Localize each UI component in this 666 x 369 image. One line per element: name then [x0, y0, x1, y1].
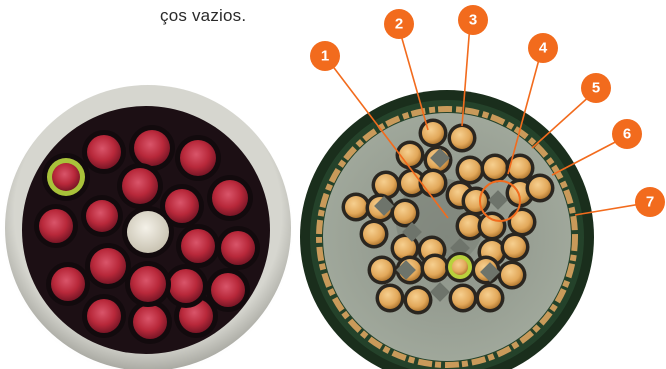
svg-text:1: 1	[321, 48, 329, 65]
callout-badge-6: 6	[612, 119, 642, 149]
copper-wire	[504, 236, 526, 258]
red-conductor	[165, 189, 199, 223]
red-conductor	[211, 273, 245, 307]
red-conductor	[133, 305, 167, 339]
svg-text:3: 3	[469, 12, 477, 29]
red-conductor	[122, 168, 158, 204]
copper-wire	[424, 257, 446, 279]
callout-badge-4: 4	[528, 33, 558, 63]
copper-wire	[394, 202, 416, 224]
copper-wire	[501, 264, 523, 286]
copper-wire	[399, 144, 421, 166]
svg-text:7: 7	[646, 194, 654, 211]
copper-wire	[479, 287, 501, 309]
copper-wire	[375, 174, 397, 196]
svg-text:5: 5	[592, 80, 600, 97]
copper-wire	[379, 287, 401, 309]
copper-wire	[459, 159, 481, 181]
red-conductor	[181, 229, 215, 263]
copper-wire	[451, 127, 473, 149]
copper-wire	[484, 157, 506, 179]
copper-wire	[422, 172, 444, 194]
earth-wire	[452, 259, 468, 275]
callout-badge-5: 5	[581, 73, 611, 103]
callout-badge-2: 2	[384, 9, 414, 39]
red-conductor	[212, 180, 248, 216]
copper-wire	[371, 259, 393, 281]
copper-wire	[363, 223, 385, 245]
red-conductor	[134, 130, 170, 166]
svg-text:2: 2	[395, 16, 403, 33]
copper-wire	[407, 289, 429, 311]
red-conductor	[180, 140, 216, 176]
svg-text:6: 6	[623, 126, 631, 143]
red-conductor	[51, 267, 85, 301]
earth-conductor	[52, 163, 80, 191]
copper-wire	[529, 177, 551, 199]
red-conductor	[87, 299, 121, 333]
red-conductor	[87, 135, 121, 169]
copper-wire	[465, 190, 487, 212]
svg-text:4: 4	[539, 40, 548, 57]
callout-badge-7: 7	[635, 187, 665, 217]
callout-badge-1: 1	[310, 41, 340, 71]
left-cable-section	[0, 82, 296, 369]
callout-badge-3: 3	[458, 5, 488, 35]
central-white-element	[127, 211, 169, 253]
copper-wire	[452, 287, 474, 309]
red-conductor	[86, 200, 118, 232]
red-conductor	[39, 209, 73, 243]
red-conductor	[90, 248, 126, 284]
red-conductor	[130, 266, 166, 302]
copper-wire	[422, 122, 444, 144]
leader-5	[532, 94, 592, 148]
red-conductor	[221, 231, 255, 265]
red-conductor	[169, 269, 203, 303]
copper-wire	[345, 196, 367, 218]
